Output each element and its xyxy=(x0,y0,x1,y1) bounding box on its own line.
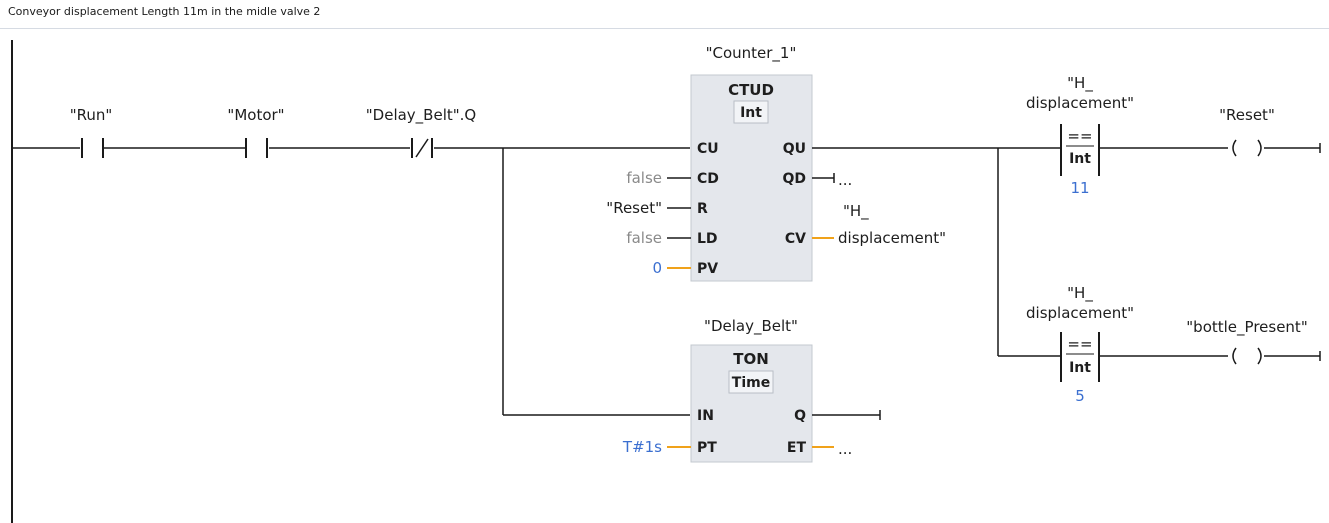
counter-type: CTUD xyxy=(728,81,774,99)
counter-datatype: Int xyxy=(740,105,762,121)
param-pt-value[interactable]: T#1s xyxy=(622,438,662,456)
compare1-operand-line2: displacement" xyxy=(1026,94,1134,112)
compare2-operand-line1: "H_ xyxy=(1067,284,1093,303)
coil-bottle-present-label: "bottle_Present" xyxy=(1186,318,1307,337)
contact-run-label: "Run" xyxy=(70,106,113,124)
pin-cv: CV xyxy=(785,231,806,247)
ctud-block[interactable]: "Counter_1" CTUD Int CU CD R LD PV QU QD… xyxy=(690,44,813,282)
compare2-operator: == xyxy=(1067,335,1092,353)
pin-cu: CU xyxy=(697,141,719,157)
timer-datatype-box[interactable] xyxy=(728,370,774,394)
counter-params: false "Reset" false 0 ... "H_ displaceme… xyxy=(606,169,946,277)
contact-delay-belt-q[interactable]: "Delay_Belt".Q xyxy=(366,106,476,158)
pin-in: IN xyxy=(697,408,714,424)
compare1-datatype: Int xyxy=(1069,151,1091,167)
timer-instance-name: "Delay_Belt" xyxy=(704,317,798,336)
pin-qu: QU xyxy=(783,141,806,157)
compare1-value[interactable]: 11 xyxy=(1070,179,1089,197)
coil-reset[interactable]: "Reset" xyxy=(1219,106,1275,157)
pin-r: R xyxy=(697,201,708,217)
param-pv-value[interactable]: 0 xyxy=(652,259,662,277)
param-qd-value[interactable]: ... xyxy=(838,171,852,189)
param-et-value[interactable]: ... xyxy=(838,440,852,458)
timer-type: TON xyxy=(733,350,769,368)
timer-datatype: Time xyxy=(732,375,770,391)
coil-bottle-present[interactable]: "bottle_Present" xyxy=(1186,318,1308,365)
pin-q: Q xyxy=(794,408,806,424)
timer-params: T#1s ... xyxy=(622,410,881,458)
coil-reset-label: "Reset" xyxy=(1219,106,1275,124)
contact-run[interactable]: "Run" xyxy=(70,106,113,158)
compare2-operand-line2: displacement" xyxy=(1026,304,1134,322)
network-comment-bar[interactable]: Conveyor displacement Length 11m in the … xyxy=(0,0,1329,29)
counter-instance-name: "Counter_1" xyxy=(706,44,797,63)
param-r-value[interactable]: "Reset" xyxy=(606,199,662,217)
pin-pt: PT xyxy=(697,440,717,456)
pin-ld: LD xyxy=(697,231,718,247)
pin-pv: PV xyxy=(697,261,718,277)
pin-et: ET xyxy=(787,440,807,456)
contact-motor-label: "Motor" xyxy=(227,106,284,124)
compare2-value[interactable]: 5 xyxy=(1075,387,1085,405)
compare1-operator: == xyxy=(1067,127,1092,145)
pin-qd: QD xyxy=(782,171,806,187)
ton-block[interactable]: "Delay_Belt" TON Time IN PT Q ET xyxy=(690,317,813,463)
counter-datatype-box[interactable] xyxy=(733,100,769,124)
compare-block-1[interactable]: "H_ displacement" == Int 11 xyxy=(1026,74,1134,197)
param-ld-value[interactable]: false xyxy=(626,229,662,247)
contact-delay-belt-q-label: "Delay_Belt".Q xyxy=(366,106,476,125)
pin-cd: CD xyxy=(697,171,719,187)
contact-motor[interactable]: "Motor" xyxy=(227,106,285,158)
param-cd-value[interactable]: false xyxy=(626,169,662,187)
compare1-operand-line1: "H_ xyxy=(1067,74,1093,93)
network-comment: Conveyor displacement Length 11m in the … xyxy=(8,5,321,18)
param-cv-value-line2[interactable]: displacement" xyxy=(838,229,946,247)
compare-block-2[interactable]: "H_ displacement" == Int 5 xyxy=(1026,284,1134,405)
param-cv-value-line1[interactable]: "H_ xyxy=(843,202,869,221)
compare2-datatype: Int xyxy=(1069,360,1091,376)
